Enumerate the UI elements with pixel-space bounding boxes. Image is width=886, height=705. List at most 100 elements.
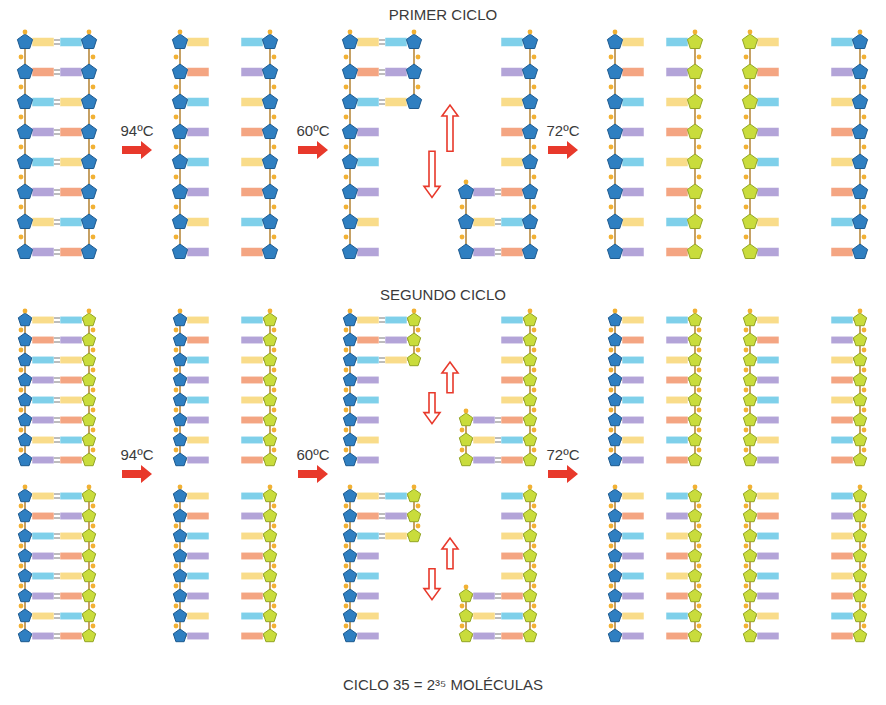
sugar-pentagon xyxy=(81,244,96,259)
sugar-pentagon xyxy=(263,433,276,446)
phosphate-dot xyxy=(19,368,24,373)
sugar-pentagon xyxy=(688,609,701,622)
sugar-pentagon xyxy=(688,373,701,386)
phosphate-dot xyxy=(91,564,96,569)
nitrogen-base xyxy=(241,632,263,640)
sugar-pentagon xyxy=(608,509,621,522)
sugar-phosphate-link xyxy=(24,49,26,65)
nitrogen-base xyxy=(385,68,407,77)
bond-line xyxy=(495,614,501,615)
nitrogen-base xyxy=(757,218,779,227)
hydrogen-bonds xyxy=(379,40,385,104)
nitrogen-base xyxy=(666,592,688,600)
sugar-phosphate-link xyxy=(88,109,90,125)
sugar-phosphate-link xyxy=(749,109,751,125)
phosphate-dot xyxy=(697,145,702,150)
phosphate-dot xyxy=(609,115,614,120)
nitrogen-base xyxy=(622,218,644,227)
bond-line xyxy=(54,498,60,499)
phosphate-dot xyxy=(87,309,92,314)
nitrogen-base xyxy=(60,492,82,500)
sugar-pentagon xyxy=(18,393,31,406)
phosphate-dot xyxy=(19,564,24,569)
phosphate-dot xyxy=(19,175,24,180)
phosphate-dot xyxy=(697,348,702,353)
nitrogen-base xyxy=(757,356,779,364)
sugar-pentagon xyxy=(608,549,621,562)
sugar-pentagon xyxy=(407,353,420,366)
phosphate-dot xyxy=(862,205,867,210)
sugar-pentagon xyxy=(522,244,537,259)
phosphate-dot xyxy=(532,175,537,180)
sugar-pentagon xyxy=(743,353,756,366)
sugar-phosphate-link xyxy=(529,49,531,65)
bond-line xyxy=(495,224,501,225)
nitrogen-base xyxy=(831,572,853,580)
sugar-pentagon xyxy=(82,373,95,386)
bond-line xyxy=(495,462,501,463)
phosphate-dot xyxy=(91,524,96,529)
nitrogen-base xyxy=(622,248,644,257)
bond-line xyxy=(54,634,60,635)
phosphate-dot xyxy=(532,504,537,509)
nitrogen-base xyxy=(501,512,523,520)
bond-line xyxy=(54,554,60,555)
nitrogen-base xyxy=(32,218,54,227)
sugar-phosphate-link xyxy=(179,79,181,95)
sugar-pentagon xyxy=(523,509,536,522)
sugar-phosphate-link xyxy=(349,199,351,215)
sugar-pentagon xyxy=(263,529,276,542)
phosphate-dot xyxy=(697,115,702,120)
nitrogen-base xyxy=(501,376,523,384)
bond-line xyxy=(379,70,385,71)
hydrogen-bonds xyxy=(495,418,501,462)
nitrogen-base xyxy=(757,552,779,560)
sugar-phosphate-link xyxy=(529,199,531,215)
phosphate-dot xyxy=(609,564,614,569)
sugar-pentagon xyxy=(742,34,757,49)
nitrogen-base xyxy=(385,316,407,324)
sugar-pentagon xyxy=(82,569,95,582)
sugar-pentagon xyxy=(82,333,95,346)
nitrogen-base xyxy=(385,512,407,520)
phosphate-dot xyxy=(862,524,867,529)
sugar-pentagon xyxy=(688,333,701,346)
phosphate-dot xyxy=(460,235,465,240)
phosphate-dot xyxy=(697,408,702,413)
phosphate-dot xyxy=(91,408,96,413)
nitrogen-base xyxy=(757,492,779,500)
sugar-pentagon xyxy=(852,154,867,169)
nitrogen-base xyxy=(60,356,82,364)
nitrogen-base xyxy=(187,356,209,364)
nitrogen-base xyxy=(473,436,495,444)
dna-strand xyxy=(666,485,702,642)
sugar-pentagon xyxy=(742,214,757,229)
sugar-pentagon xyxy=(607,244,622,259)
sugar-phosphate-link xyxy=(349,79,351,95)
nitrogen-base xyxy=(622,512,644,520)
phosphate-dot xyxy=(272,348,277,353)
sugar-pentagon xyxy=(523,373,536,386)
phosphate-dot xyxy=(609,448,614,453)
phosphate-dot xyxy=(748,485,753,490)
nitrogen-base xyxy=(831,356,853,364)
bond-line xyxy=(495,638,501,639)
sugar-phosphate-link xyxy=(179,139,181,155)
bond-line xyxy=(54,160,60,161)
phosphate-dot xyxy=(19,388,24,393)
sugar-pentagon xyxy=(406,64,421,79)
nitrogen-base xyxy=(357,356,379,364)
nitrogen-base xyxy=(60,248,82,257)
sugar-pentagon xyxy=(343,453,356,466)
sugar-pentagon xyxy=(172,94,187,109)
nitrogen-base xyxy=(501,158,523,167)
bond-line xyxy=(54,578,60,579)
nitrogen-base xyxy=(60,336,82,344)
bond-line xyxy=(495,442,501,443)
nitrogen-base xyxy=(757,436,779,444)
nitrogen-base xyxy=(831,38,853,47)
nitrogen-base xyxy=(757,612,779,620)
nitrogen-base xyxy=(241,416,263,424)
phosphate-dot xyxy=(744,408,749,413)
sugar-pentagon xyxy=(342,244,357,259)
